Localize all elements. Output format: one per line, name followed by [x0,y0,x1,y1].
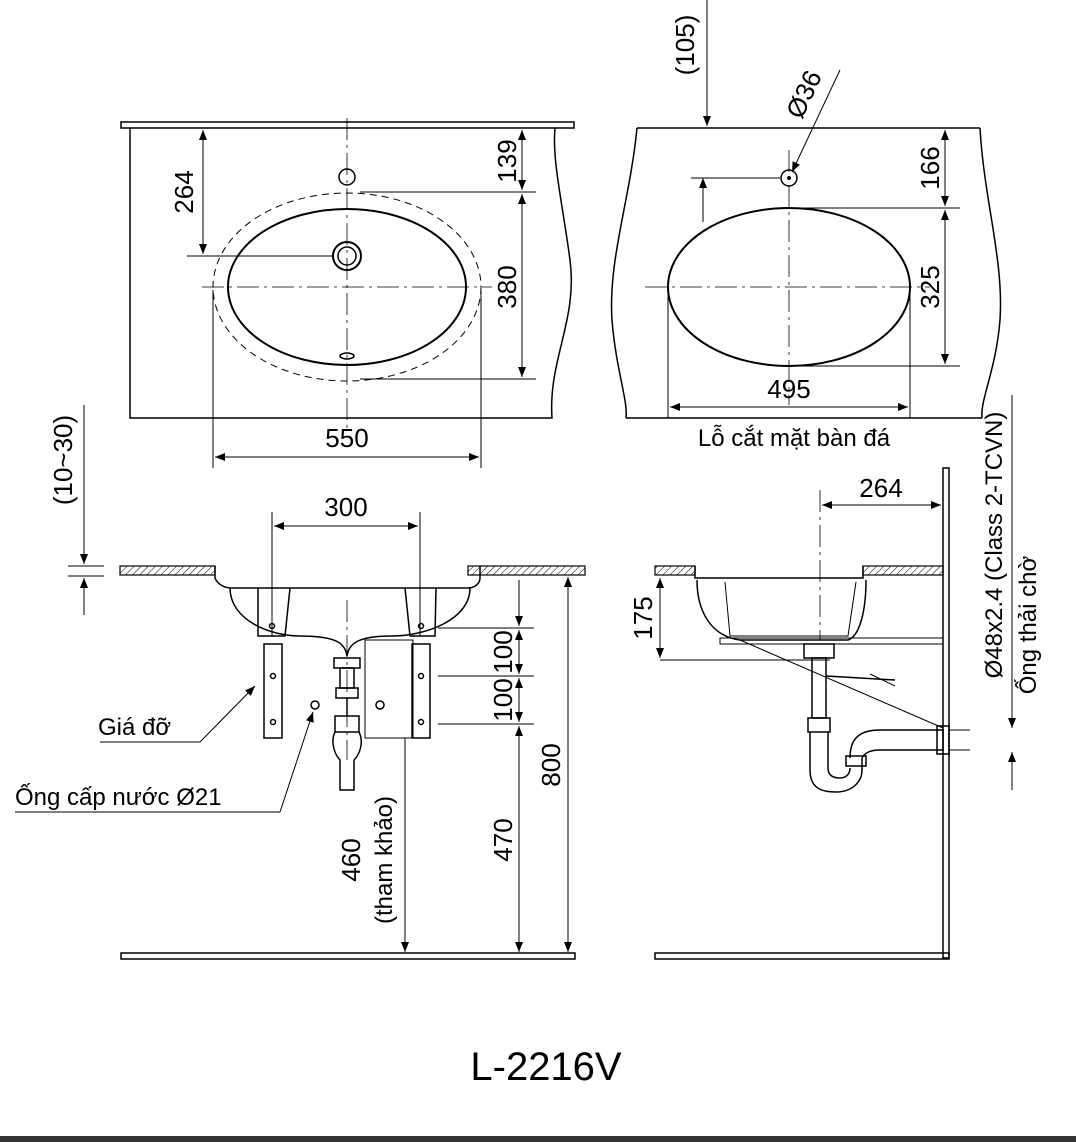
dim-to-drain-264: 264 [169,170,199,213]
dim-100-a: 100 [488,630,518,673]
counter-edge-top [120,121,575,129]
countertop-right [467,565,586,576]
dim-cut-depth-325: 325 [915,265,945,308]
dim-offset-105: (105) [670,15,700,76]
countertop-side-left [654,565,696,576]
bracket-side [719,637,944,645]
cutout-caption: Lỗ cắt mặt bàn đá [698,425,891,452]
dim-thickness: (10~30) [48,415,78,505]
bracket-right [411,643,431,739]
front-elevation-view: (10~30) 300 [15,405,586,960]
side-elevation-view: 264 175 Ø48x2.4 (Class 2-TCVN) Ống thải … [628,395,1042,960]
dim-800: 800 [536,743,566,786]
top-right-cutout-view: (105) Ø36 166 325 495 Lỗ cắt mặt bàn đá [610,0,1002,452]
countertop-left [119,565,216,576]
label-supply-pipe: Ống cấp nước Ø21 [15,783,222,811]
bracket-left [263,643,283,739]
counter-left-edge [610,127,638,419]
label-pipe-spec: Ø48x2.4 (Class 2-TCVN) [981,412,1008,679]
dim-hole-36: Ø36 [780,66,828,123]
wall [942,467,950,959]
pop-up-rod [825,675,896,681]
countertop-side-right [862,565,944,576]
dim-faucet-139: 139 [492,139,522,182]
basin-rim-front [214,566,481,589]
p-trap [809,732,863,793]
dim-faucet-166: 166 [915,146,945,189]
dim-bracket-spacing: 300 [324,492,367,522]
model-title: L-2216V [470,1045,622,1089]
dim-100-b: 100 [488,678,518,721]
dim-width-550: 550 [325,423,368,453]
dim-460-note: (tham khảo) [371,796,398,924]
counter-right-edge [979,127,1002,419]
dim-side-264: 264 [859,473,902,503]
label-bracket: Giá đỡ [98,714,171,741]
top-left-plan-view: 550 264 139 380 [120,118,575,468]
dim-460: 460 [336,838,366,881]
supply-hole-left [310,700,320,710]
supply-hole-right [375,700,385,710]
dim-depth-380: 380 [492,265,522,308]
floor-front [120,952,576,960]
label-drain: Ống thải chờ [1014,556,1042,695]
dim-cut-width-495: 495 [767,374,810,404]
dim-470: 470 [488,818,518,861]
dim-side-175: 175 [628,596,658,639]
floor-side [654,952,950,960]
basin-side [696,579,867,641]
bottom-bar [0,1136,1076,1142]
overflow-slot [339,352,355,360]
drain-trap-front [332,731,362,791]
basin-bowl-front [229,587,471,657]
counter-outline [129,127,573,419]
